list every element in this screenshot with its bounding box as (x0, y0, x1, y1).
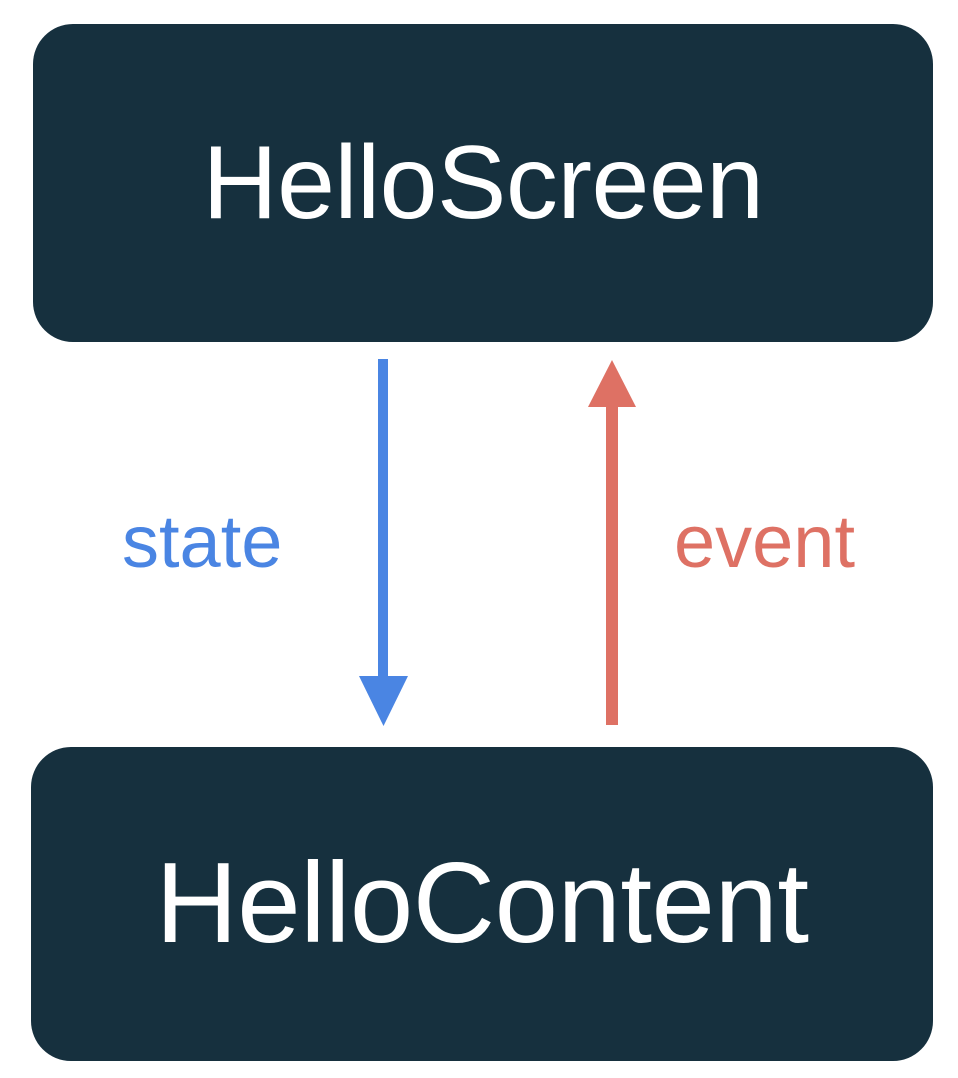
event-arrow (588, 360, 636, 725)
node-hello-screen-label: HelloScreen (202, 125, 764, 241)
edge-label-state: state (122, 500, 283, 583)
state-arrow (359, 359, 408, 726)
node-hello-content[interactable]: HelloContent (31, 747, 933, 1061)
node-hello-content-label: HelloContent (155, 840, 809, 967)
node-hello-screen[interactable]: HelloScreen (33, 24, 933, 342)
edge-label-event: event (674, 500, 856, 583)
